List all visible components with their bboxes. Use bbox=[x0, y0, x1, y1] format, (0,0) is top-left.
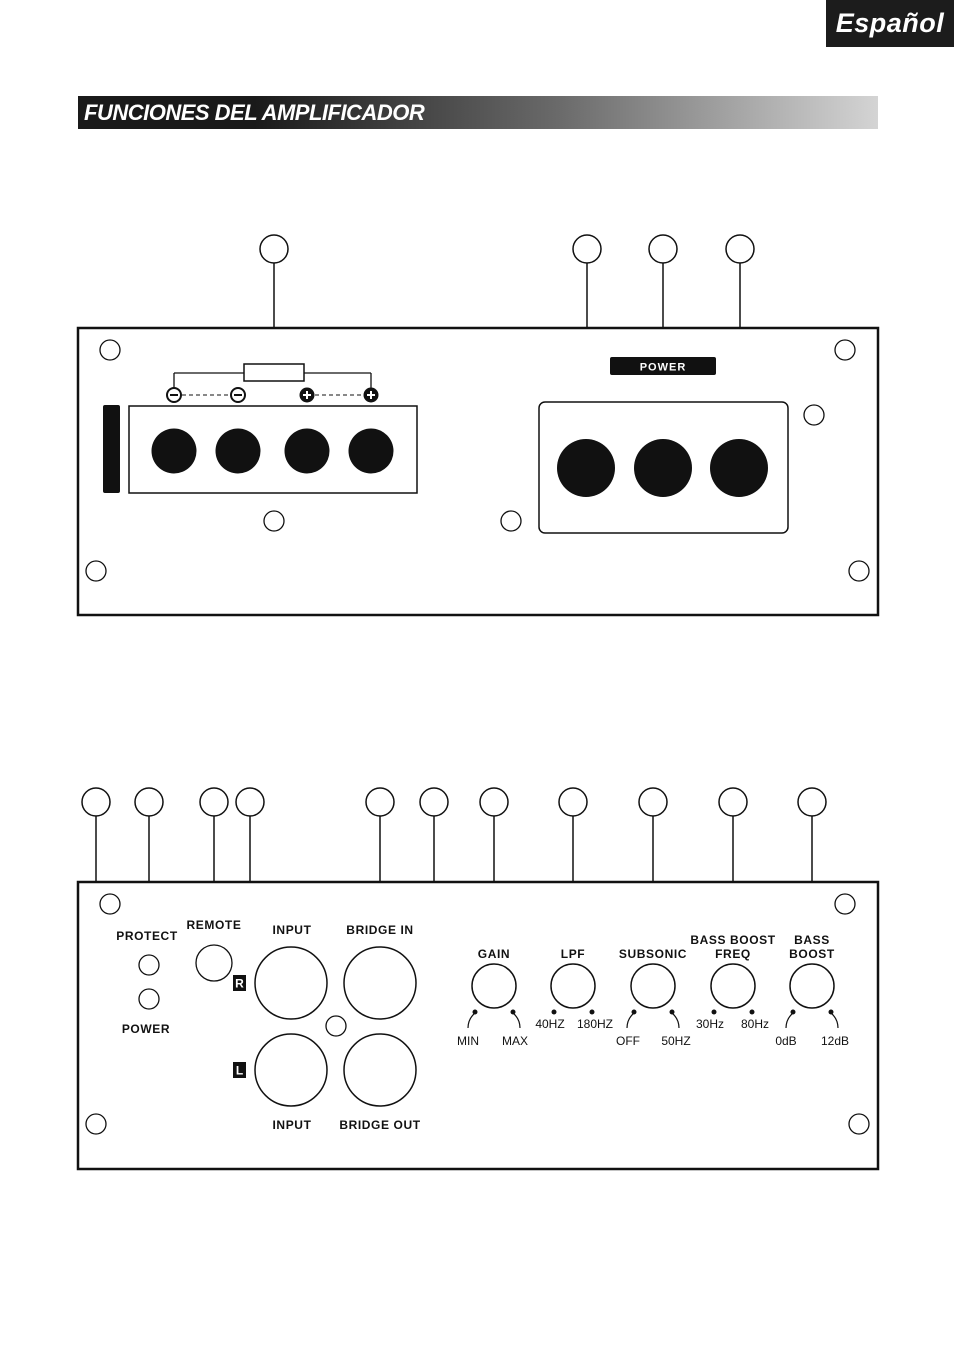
bridge-in-label: BRIDGE IN bbox=[346, 923, 413, 937]
minus-icon bbox=[167, 388, 181, 402]
plus-icon bbox=[300, 388, 315, 403]
callout-circle-left bbox=[573, 235, 601, 263]
lpf-min-label: 40HZ bbox=[535, 1017, 564, 1031]
power-badge-label: POWER bbox=[640, 362, 687, 374]
bass-boost-max-label: 12dB bbox=[821, 1034, 849, 1048]
callout-circle-bass-boost bbox=[798, 788, 826, 816]
remote-terminal[interactable] bbox=[710, 439, 768, 497]
bass-boost-knob[interactable] bbox=[790, 964, 834, 1008]
subsonic-min-label: OFF bbox=[616, 1034, 640, 1048]
bass-boost-label-line2: BOOST bbox=[789, 947, 835, 961]
callout-circle-speaker-terminals bbox=[260, 235, 288, 263]
callout-circle-protect-led bbox=[135, 788, 163, 816]
speaker-terminal[interactable] bbox=[152, 429, 197, 474]
screw-icon bbox=[86, 561, 106, 581]
callout-circle-power-led bbox=[82, 788, 110, 816]
speaker-terminal[interactable] bbox=[216, 429, 261, 474]
callout-circle-power-led bbox=[649, 235, 677, 263]
protect-led bbox=[139, 955, 159, 975]
screw-icon bbox=[835, 340, 855, 360]
lpf-knob[interactable] bbox=[551, 964, 595, 1008]
channel-l-label: L bbox=[236, 1064, 243, 1078]
bridge-in-jack[interactable] bbox=[344, 947, 416, 1019]
plus-icon bbox=[364, 388, 379, 403]
callout-circle-subsonic bbox=[639, 788, 667, 816]
screw-icon bbox=[835, 894, 855, 914]
terminal-side-tab bbox=[103, 405, 120, 493]
bass-boost-freq-knob[interactable] bbox=[711, 964, 755, 1008]
bridge-out-label: BRIDGE OUT bbox=[339, 1118, 420, 1132]
screw-icon bbox=[326, 1016, 346, 1036]
gain-knob[interactable] bbox=[472, 964, 516, 1008]
remote-label: REMOTE bbox=[187, 918, 242, 932]
callout-circle-lpf bbox=[559, 788, 587, 816]
minus-icon bbox=[231, 388, 245, 402]
screw-icon bbox=[804, 405, 824, 425]
protect-label: PROTECT bbox=[116, 929, 178, 943]
screw-icon bbox=[100, 894, 120, 914]
bass-boost-freq-label-line2: FREQ bbox=[715, 947, 751, 961]
callout-circle-right bbox=[726, 235, 754, 263]
input-bottom-label: INPUT bbox=[273, 1118, 312, 1132]
callout-circle-remote bbox=[200, 788, 228, 816]
min-marker-dot bbox=[552, 1010, 557, 1015]
power-label: POWER bbox=[122, 1022, 170, 1036]
remote-jack[interactable] bbox=[196, 945, 232, 981]
bridge-out-jack[interactable] bbox=[344, 1034, 416, 1106]
screw-icon bbox=[100, 340, 120, 360]
lpf-label: LPF bbox=[561, 947, 585, 961]
top-panel: POWER bbox=[78, 235, 878, 615]
gain-label: GAIN bbox=[478, 947, 510, 961]
screw-icon bbox=[501, 511, 521, 531]
subsonic-label: SUBSONIC bbox=[619, 947, 687, 961]
speaker-label-box bbox=[244, 364, 304, 381]
screw-icon bbox=[264, 511, 284, 531]
callout-circle-gain bbox=[480, 788, 508, 816]
speaker-terminal[interactable] bbox=[285, 429, 330, 474]
bass-boost-freq-max-label: 80Hz bbox=[741, 1017, 769, 1031]
ground-terminal[interactable] bbox=[634, 439, 692, 497]
power-led bbox=[139, 989, 159, 1009]
bass-boost-freq-min-label: 30Hz bbox=[696, 1017, 724, 1031]
lpf-max-label: 180HZ bbox=[577, 1017, 613, 1031]
callout-circle-input bbox=[236, 788, 264, 816]
callout-circle-bridge-in bbox=[366, 788, 394, 816]
min-marker-dot bbox=[712, 1010, 717, 1015]
bass-boost-label-line1: BASS bbox=[794, 933, 830, 947]
screw-icon bbox=[849, 1114, 869, 1134]
bass-boost-freq-label-line1: BASS BOOST bbox=[690, 933, 775, 947]
input-top-label: INPUT bbox=[273, 923, 312, 937]
screw-icon bbox=[849, 561, 869, 581]
bottom-panel: PROTECT POWER REMOTE INPUT BRIDGE IN INP… bbox=[78, 788, 878, 1169]
max-marker-dot bbox=[590, 1010, 595, 1015]
input-l-jack[interactable] bbox=[255, 1034, 327, 1106]
screw-icon bbox=[86, 1114, 106, 1134]
gain-max-label: MAX bbox=[502, 1034, 528, 1048]
speaker-terminal[interactable] bbox=[349, 429, 394, 474]
callout-circle-bridge-out bbox=[420, 788, 448, 816]
subsonic-max-label: 50HZ bbox=[661, 1034, 690, 1048]
bass-boost-min-label: 0dB bbox=[775, 1034, 796, 1048]
subsonic-knob[interactable] bbox=[631, 964, 675, 1008]
gain-min-label: MIN bbox=[457, 1034, 479, 1048]
input-r-jack[interactable] bbox=[255, 947, 327, 1019]
power-terminal[interactable] bbox=[557, 439, 615, 497]
max-marker-dot bbox=[750, 1010, 755, 1015]
channel-r-label: R bbox=[235, 977, 244, 991]
callout-circle-bass-boost-freq bbox=[719, 788, 747, 816]
